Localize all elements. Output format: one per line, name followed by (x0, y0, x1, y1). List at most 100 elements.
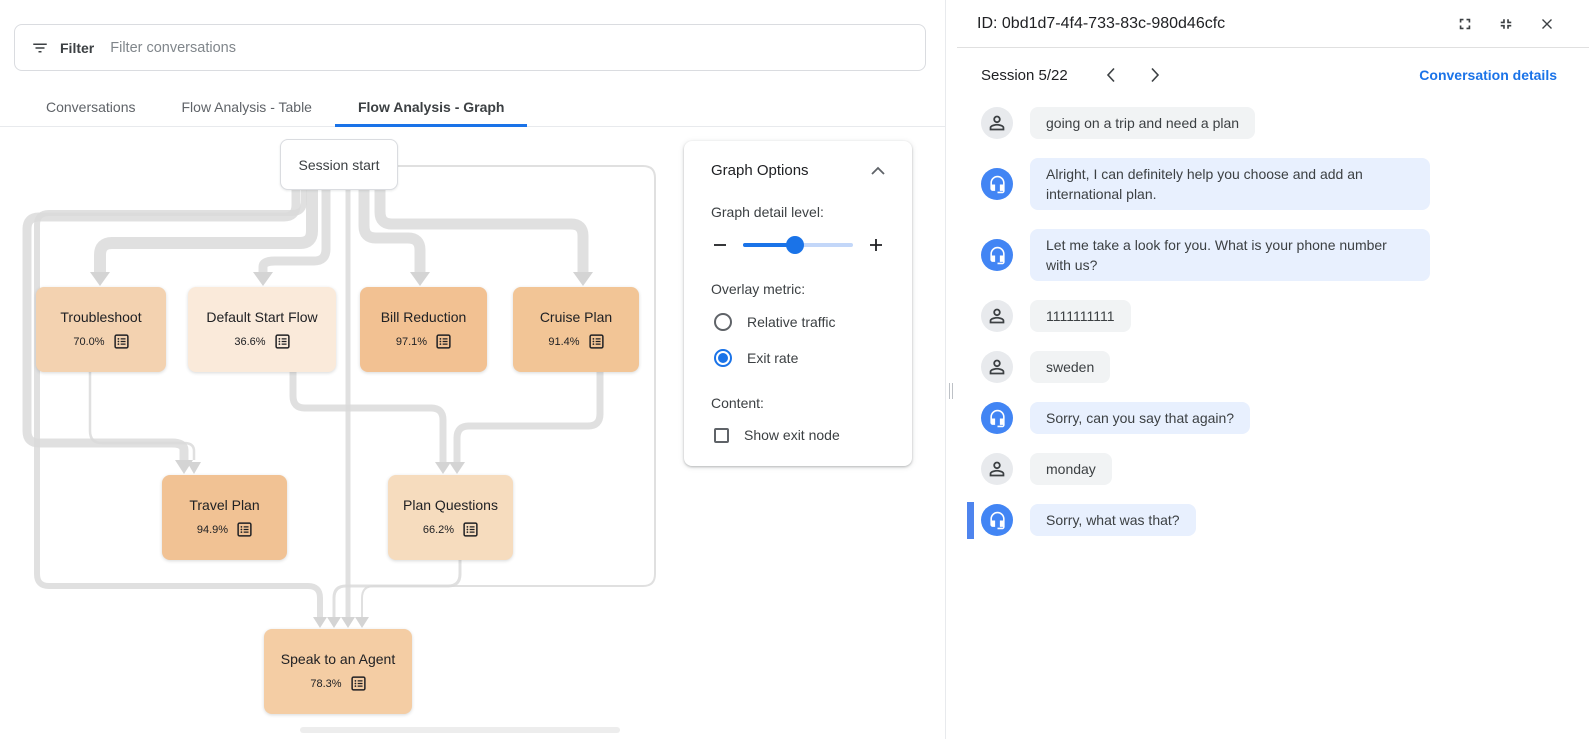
node-meta: 91.4% (513, 334, 639, 349)
chat-message-bot[interactable]: Let me take a look for you. What is your… (981, 229, 1565, 281)
user-avatar (981, 107, 1013, 139)
conversation-id-title: ID: 0bd1d7-4f4-733-83c-980d46cfc (977, 14, 1226, 32)
node-title: Cruise Plan (539, 309, 613, 325)
user-person-icon (989, 461, 1005, 477)
detail-increase-button[interactable] (867, 236, 885, 254)
flow-node-session-start[interactable]: Session start (280, 139, 398, 190)
node-exit-rate: 91.4% (548, 335, 580, 348)
detail-level-slider[interactable] (743, 236, 853, 254)
message-bubble: monday (1030, 453, 1112, 485)
radio-exit-rate[interactable]: Exit rate (711, 349, 885, 367)
tab-conversations[interactable]: Conversations (46, 99, 136, 115)
node-title: Travel Plan (189, 497, 260, 513)
node-title: Bill Reduction (380, 309, 467, 325)
close-icon[interactable] (1538, 15, 1556, 33)
flow-node-default-start-flow[interactable]: Default Start Flow 36.6% (188, 287, 336, 372)
chat-message-user[interactable]: monday (981, 453, 1565, 485)
chat-message-bot-selected[interactable]: Sorry, what was that? (967, 502, 1565, 539)
fullscreen-exit-icon[interactable] (1497, 15, 1515, 33)
bot-headset-icon (989, 409, 1005, 427)
node-meta: 94.9% (162, 522, 287, 537)
node-exit-rate: 70.0% (73, 335, 105, 348)
message-bubble: sweden (1030, 351, 1111, 383)
chat-message-bot[interactable]: Alright, I can definitely help you choos… (981, 158, 1565, 210)
radio-relative-traffic[interactable]: Relative traffic (711, 313, 885, 331)
flow-node-travel-plan[interactable]: Travel Plan 94.9% (162, 475, 287, 560)
panel-resize-handle[interactable] (949, 383, 956, 399)
filter-label: Filter (60, 39, 95, 56)
node-details-icon[interactable] (350, 676, 366, 691)
tab-flow-analysis-graph[interactable]: Flow Analysis - Graph (334, 88, 528, 127)
tab-flow-analysis-table[interactable]: Flow Analysis - Table (181, 99, 312, 115)
node-title: Default Start Flow (206, 309, 318, 325)
bot-headset-icon (989, 246, 1005, 264)
node-meta: 70.0% (36, 334, 166, 349)
node-meta: 78.3% (264, 676, 412, 691)
filter-input[interactable]: Filter Filter conversations (14, 24, 926, 71)
node-exit-rate: 78.3% (310, 677, 342, 690)
message-bubble: Sorry, can you say that again? (1030, 402, 1251, 434)
tab-bar: Conversations Flow Analysis - Table Flow… (0, 88, 945, 127)
message-bubble: 1111111111 (1030, 300, 1131, 332)
conversation-header: ID: 0bd1d7-4f4-733-83c-980d46cfc (957, 0, 1589, 48)
horizontal-scrollbar[interactable] (300, 727, 620, 733)
node-exit-rate: 66.2% (422, 523, 455, 536)
bot-headset-icon (989, 175, 1005, 193)
node-meta: 97.1% (360, 334, 487, 349)
bot-avatar (981, 168, 1013, 200)
flow-edges (22, 165, 656, 733)
node-meta: 66.2% (388, 522, 513, 537)
user-avatar (981, 351, 1013, 383)
detail-decrease-button[interactable] (711, 236, 729, 254)
filter-placeholder: Filter conversations (110, 39, 236, 56)
node-details-icon[interactable] (463, 522, 478, 537)
fullscreen-icon[interactable] (1456, 15, 1474, 33)
overlay-metric-label: Overlay metric: (711, 281, 806, 297)
graph-options-title: Graph Options (711, 162, 809, 179)
chevron-right-icon (1151, 67, 1159, 83)
user-person-icon (989, 359, 1005, 375)
flow-node-cruise-plan[interactable]: Cruise Plan 91.4% (513, 287, 639, 372)
previous-session-button[interactable] (1106, 67, 1116, 83)
session-nav: Session 5/22 Conversation details (957, 48, 1589, 102)
conversation-detail-panel: ID: 0bd1d7-4f4-733-83c-980d46cfc Session… (957, 0, 1589, 739)
message-bubble: Sorry, what was that? (1030, 504, 1196, 536)
session-label: Session 5/22 (981, 66, 1068, 84)
node-exit-rate: 97.1% (395, 335, 428, 348)
chevron-up-icon[interactable] (871, 166, 885, 175)
node-details-icon[interactable] (274, 334, 290, 349)
slider-thumb[interactable] (785, 236, 804, 254)
node-exit-rate: 94.9% (196, 523, 229, 536)
user-person-icon (989, 115, 1005, 131)
user-avatar (981, 453, 1013, 485)
radio-checked-icon (714, 349, 732, 367)
filter-icon (33, 43, 47, 52)
node-details-icon[interactable] (113, 334, 129, 349)
next-session-button[interactable] (1150, 67, 1160, 83)
node-details-icon[interactable] (588, 334, 604, 349)
node-meta: 36.6% (188, 334, 336, 349)
bot-avatar (981, 504, 1013, 536)
chat-message-bot[interactable]: Sorry, can you say that again? (981, 402, 1565, 434)
radio-unchecked-icon (714, 313, 732, 331)
conversation-details-link[interactable]: Conversation details (1419, 67, 1557, 83)
node-details-icon[interactable] (237, 522, 252, 537)
bot-avatar (981, 239, 1013, 271)
chat-message-user[interactable]: sweden (981, 351, 1565, 383)
chat-message-user[interactable]: 1111111111 (981, 300, 1565, 332)
bot-headset-icon (989, 511, 1005, 529)
node-title: Session start (298, 156, 380, 173)
plus-icon (870, 239, 882, 251)
node-details-icon[interactable] (436, 334, 451, 349)
user-person-icon (989, 308, 1005, 324)
message-bubble: Alright, I can definitely help you choos… (1030, 158, 1430, 210)
chat-message-user[interactable]: going on a trip and need a plan (981, 107, 1565, 139)
graph-options-panel: Graph Options Graph detail level: Overla (684, 141, 912, 466)
checkbox-show-exit-node[interactable]: Show exit node (711, 427, 885, 443)
flow-node-bill-reduction[interactable]: Bill Reduction 97.1% (360, 287, 487, 372)
